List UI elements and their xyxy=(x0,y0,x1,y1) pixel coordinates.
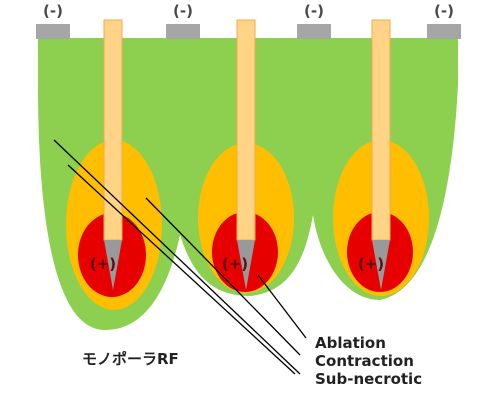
leader-line-sub-necrotic xyxy=(53,139,301,375)
negative-label: (-) xyxy=(173,2,193,20)
return-pad-icon xyxy=(297,24,331,39)
electrode-needle-icon xyxy=(236,19,256,290)
leader-line-ablation xyxy=(257,274,307,339)
leader-line-contraction xyxy=(145,197,301,356)
electrode-needle-icon xyxy=(371,19,391,290)
return-pad-icon xyxy=(166,24,200,39)
legend-contraction: Contraction xyxy=(315,352,414,370)
return-pad-icon xyxy=(427,24,461,39)
return-pad-icon xyxy=(36,24,70,39)
positive-label: (+) xyxy=(357,255,385,273)
positive-label: (+) xyxy=(221,255,249,273)
legend-sub-necrotic: Sub-necrotic xyxy=(315,370,423,388)
legend-ablation: Ablation xyxy=(315,334,386,352)
leader-line-sub-necrotic-2 xyxy=(67,164,296,375)
diagram-title: モノポーラRF xyxy=(82,350,179,368)
negative-label: (-) xyxy=(434,2,454,20)
negative-label: (-) xyxy=(304,2,324,20)
electrode-needle-icon xyxy=(103,19,123,290)
positive-label: (+) xyxy=(89,255,117,273)
negative-label: (-) xyxy=(43,2,63,20)
